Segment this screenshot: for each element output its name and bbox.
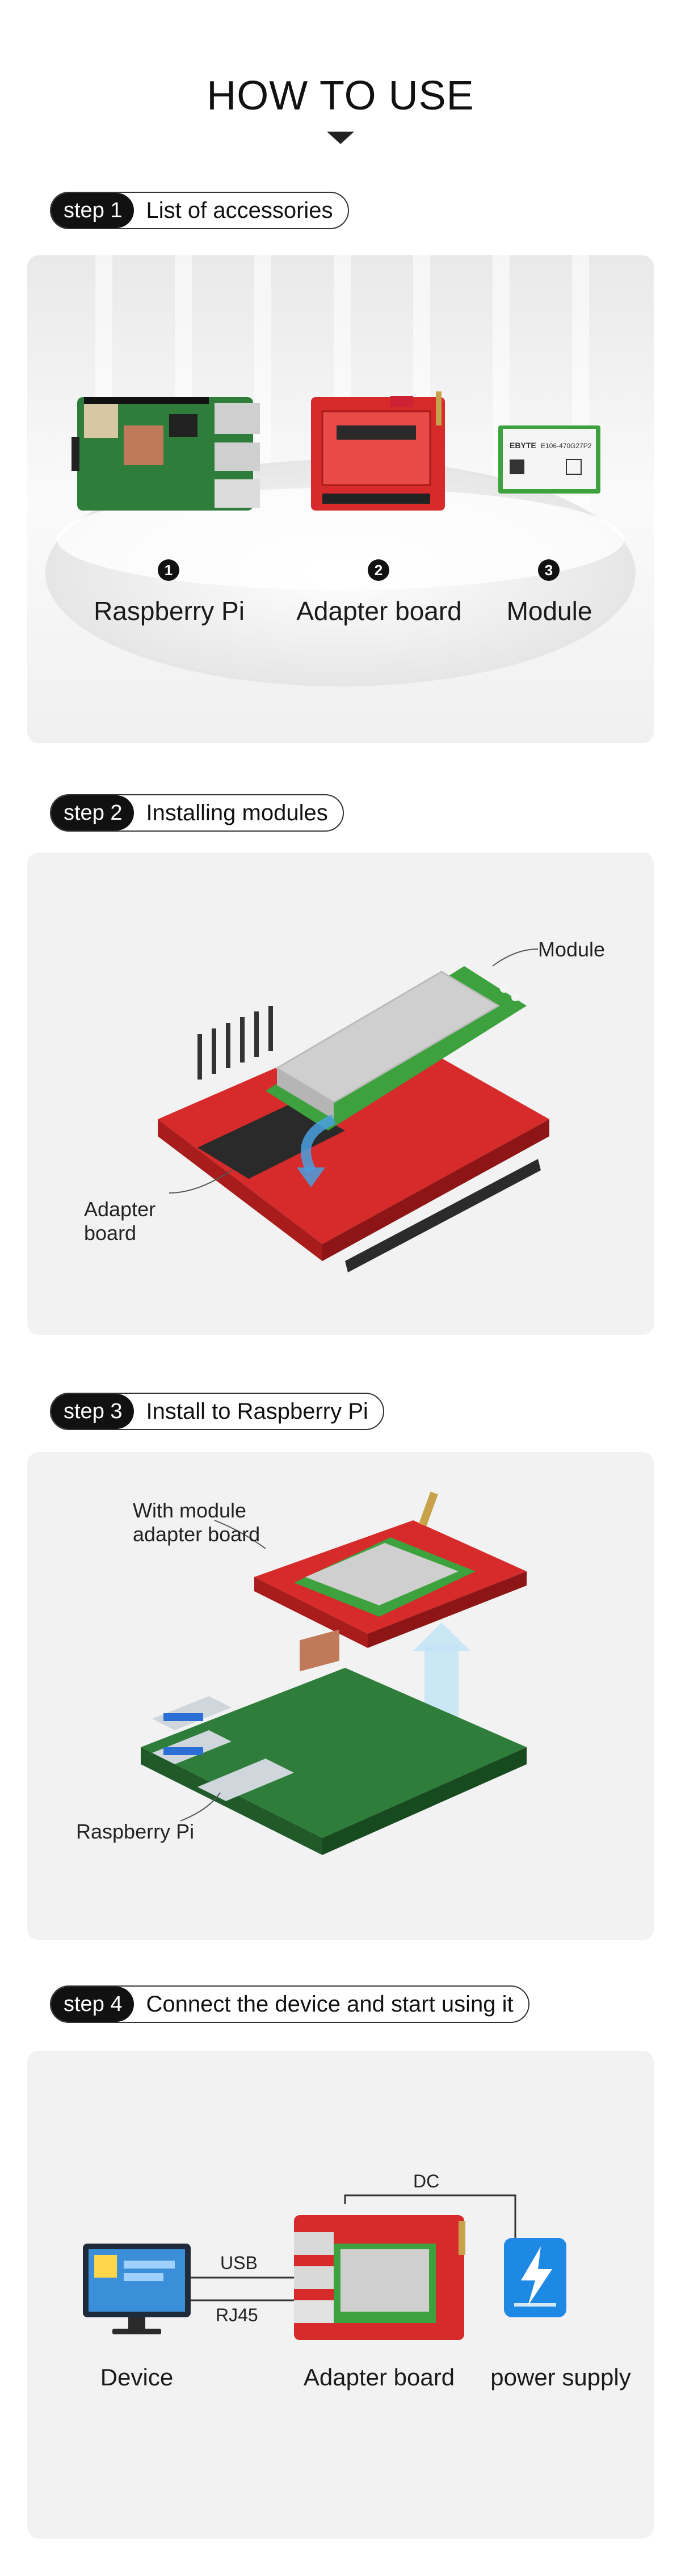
step-3-tag: step 3 — [51, 1394, 134, 1429]
module-adapter-callout-line2: adapter board — [133, 1523, 260, 1546]
step-2-panel: Module Adapter board — [27, 853, 654, 1335]
step-1-label: step 1 List of accessories — [50, 192, 349, 229]
step-1-title: List of accessories — [146, 197, 333, 223]
raspberry-pi-callout: Raspberry Pi — [76, 1820, 195, 1843]
raspberry-pi-image — [72, 397, 260, 511]
install-module-illustration — [27, 853, 654, 1335]
module-adapter-callout-line1: With module — [133, 1499, 247, 1522]
adapter-board-image — [311, 391, 445, 511]
step-4-panel: USB RJ45 DC Device Adapter board power s… — [27, 2051, 654, 2539]
rj45-label: RJ45 — [216, 2305, 258, 2325]
accessory-2-label: Adapter board — [296, 596, 462, 626]
usb-label: USB — [220, 2253, 258, 2273]
monitor-icon — [83, 2244, 191, 2334]
step-2-label: step 2 Installing modules — [50, 794, 344, 832]
step-4-title: Connect the device and start using it — [146, 1991, 514, 2017]
power-supply-icon — [504, 2238, 566, 2317]
accessory-1-label: Raspberry Pi — [94, 596, 245, 626]
device-label: Device — [100, 2364, 174, 2391]
module-callout: Module — [538, 938, 606, 961]
accessories-illustration: EBYTE E106-470G27P2 — [27, 255, 654, 743]
install-pi-illustration — [27, 1452, 654, 1940]
power-supply-label: power supply — [490, 2364, 631, 2391]
step-3-panel: With module adapter board Raspberry Pi — [27, 1452, 654, 1940]
step-1-tag: step 1 — [51, 193, 134, 228]
page-title: HOW TO USE — [207, 73, 474, 119]
chevron-down-icon — [327, 132, 354, 144]
step-1-panel: EBYTE E106-470G27P2 1 2 3 Raspberry Pi A… — [27, 255, 654, 743]
step-3-title: Install to Raspberry Pi — [146, 1398, 368, 1424]
module-image: EBYTE E106-470G27P2 — [498, 425, 600, 494]
accessory-1-number: 1 — [158, 559, 179, 581]
accessory-3-number: 3 — [538, 559, 560, 581]
adapter-board-label: Adapter board — [303, 2364, 455, 2391]
step-4-label: step 4 Connect the device and start usin… — [50, 1985, 529, 2023]
dc-label: DC — [413, 2171, 440, 2191]
accessory-3-label: Module — [506, 596, 592, 626]
adapter-stack-image — [294, 2215, 465, 2340]
adapter-callout-line1: Adapter — [84, 1198, 156, 1221]
accessory-2-number: 2 — [368, 559, 389, 581]
adapter-callout-line2: board — [84, 1221, 137, 1245]
step-4-tag: step 4 — [51, 1987, 134, 2022]
svg-text:EBYTE: EBYTE — [510, 441, 536, 450]
step-3-label: step 3 Install to Raspberry Pi — [50, 1393, 384, 1430]
module-print-text: E106-470G27P2 — [541, 442, 592, 450]
connection-diagram — [27, 2051, 654, 2539]
step-2-tag: step 2 — [51, 795, 134, 830]
step-2-title: Installing modules — [146, 800, 328, 825]
